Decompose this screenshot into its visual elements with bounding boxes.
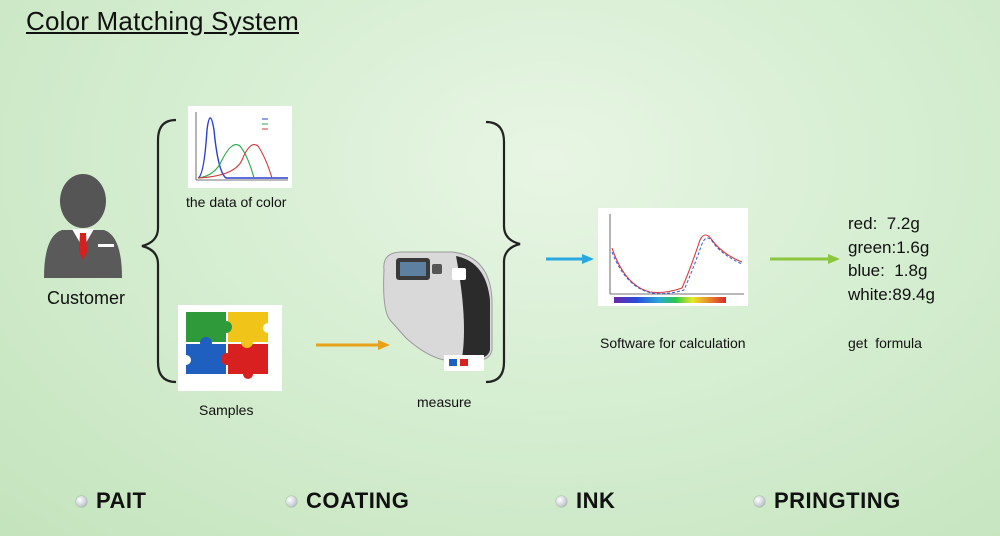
right-brace xyxy=(485,120,521,384)
application-label: PRINGTING xyxy=(774,488,901,513)
application-label: PAIT xyxy=(96,488,147,513)
application-item: INK xyxy=(556,488,615,514)
customer-icon xyxy=(44,174,122,278)
page-title: Color Matching System xyxy=(26,6,299,36)
blue-arrow xyxy=(546,254,594,264)
bullet-icon xyxy=(556,495,567,507)
formula-white: white:89.4g xyxy=(848,284,935,304)
application-item: COATING xyxy=(286,488,409,514)
get-formula-label: get formula xyxy=(848,335,922,351)
measure-label: measure xyxy=(417,394,472,410)
formula-blue: blue: 1.8g xyxy=(848,261,928,280)
customer-label: Customer xyxy=(47,288,126,308)
bullet-icon xyxy=(286,495,297,507)
formula-green: green:1.6g xyxy=(848,237,930,257)
software-curve-icon xyxy=(598,208,748,306)
software-label: Software for calculation xyxy=(600,335,746,351)
bullet-icon xyxy=(76,495,87,507)
data-of-color-label: the data of color xyxy=(186,194,287,210)
bullet-icon xyxy=(754,495,765,507)
samples-label: Samples xyxy=(199,402,254,418)
puzzle-samples-icon xyxy=(178,305,282,391)
application-label: COATING xyxy=(306,488,410,513)
green-arrow xyxy=(770,254,840,264)
formula-list: red: 7.2g green:1.6g blue: 1.8g white:89… xyxy=(848,212,935,306)
formula-red: red: 7.2g xyxy=(848,214,920,233)
left-brace xyxy=(141,118,177,384)
application-label: INK xyxy=(576,488,616,513)
spectrophotometer-icon xyxy=(383,251,493,371)
orange-arrow xyxy=(316,340,390,350)
application-item: PRINGTING xyxy=(754,488,901,514)
application-item: PAIT xyxy=(76,488,146,514)
spectrum-graph-icon xyxy=(188,106,292,188)
